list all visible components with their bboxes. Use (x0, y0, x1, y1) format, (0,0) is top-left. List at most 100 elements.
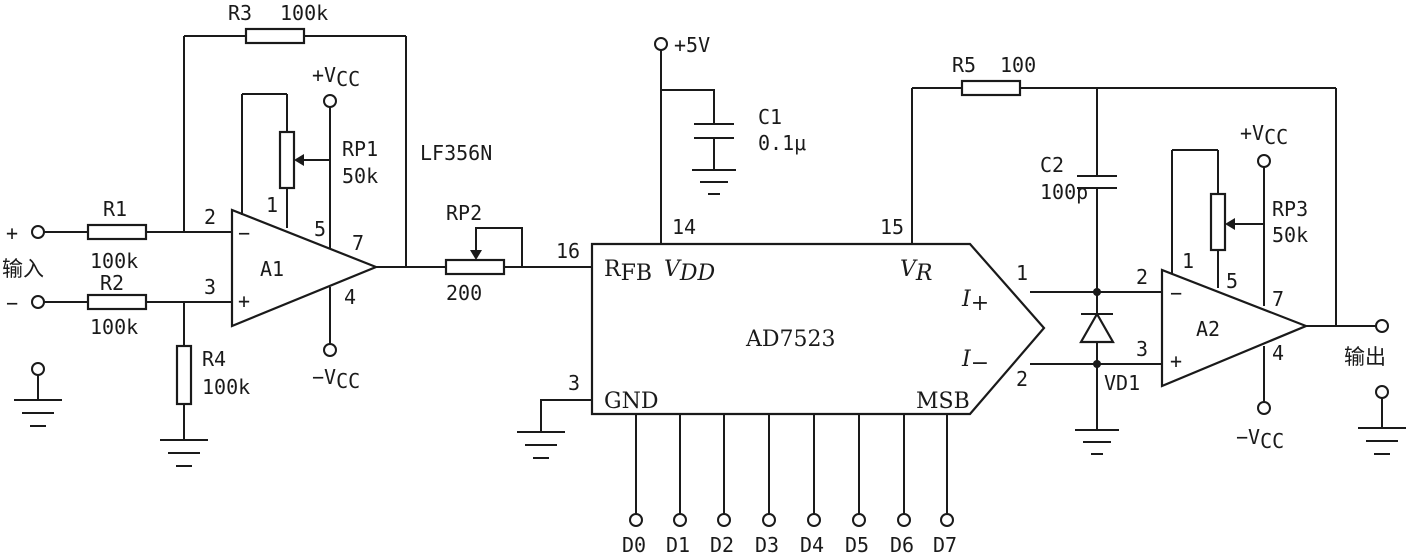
data-bit-terminal-d5[interactable] (852, 513, 866, 527)
rp2-stage: RP2 200 (444, 201, 592, 305)
r3-resistor (244, 27, 306, 45)
r2-value: 100k (90, 315, 138, 339)
input-plus-terminal[interactable] (31, 225, 45, 239)
input-label: 输入 (2, 257, 44, 281)
r1-name: R1 (103, 197, 127, 221)
r3-name: R3 (228, 1, 252, 25)
a1-vcc-minus-label: −VCC (312, 365, 360, 393)
dac-rfb-label: RFB (604, 257, 652, 286)
dac-iminus-label: I− (961, 347, 989, 376)
input-stage: + − 输入 R1 100k R2 100k (2, 1, 407, 467)
a2-pin-7: 7 (1272, 287, 1284, 311)
a2-vcc-minus-terminal[interactable] (1257, 401, 1271, 415)
r5-value: 100 (1000, 53, 1036, 77)
output-label: 输出 (1344, 345, 1386, 369)
dac-name: AD7523 (745, 327, 836, 352)
supply-5v-label: +5V (674, 33, 710, 57)
input-plus-sign: + (6, 221, 18, 245)
dac-vr-label: VR (900, 257, 932, 286)
c2-value: 100p (1040, 180, 1088, 204)
input-minus-terminal[interactable] (31, 295, 45, 309)
dac-iplus-label: I+ (961, 287, 989, 316)
data-bit-label-d1: D1 (666, 533, 690, 557)
a2-pin-1: 1 (1182, 249, 1194, 273)
data-bit-terminal-d4[interactable] (807, 513, 821, 527)
a1-triangle (230, 208, 379, 328)
a2-noninverting-sign: + (1170, 349, 1182, 373)
vdd-5v-terminal[interactable] (654, 37, 668, 51)
vd1-diode-icon (1079, 311, 1115, 344)
a2-vcc-minus-label: −VCC (1236, 425, 1284, 453)
a1-pin-1: 1 (266, 193, 278, 217)
r1-resistor (86, 223, 148, 241)
rp2-name: RP2 (446, 201, 482, 225)
a1-vcc-plus-label: +VCC (312, 63, 360, 91)
a1-pin-4: 4 (344, 285, 356, 309)
dac-msb-label: MSB (916, 389, 970, 414)
dac-pin-3: 3 (568, 371, 580, 395)
rp1-potentiometer (278, 130, 296, 190)
a1-pin-3: 3 (204, 275, 216, 299)
a1-vcc-minus-terminal[interactable] (323, 343, 337, 357)
r4-value: 100k (202, 375, 250, 399)
rp3-value: 50k (1272, 223, 1308, 247)
dac-ad7523: AD7523 RFB VDD VR I+ I− GND MSB 16 14 15… (517, 33, 1046, 557)
data-bit-label-d6: D6 (890, 533, 914, 557)
rp1-name: RP1 (342, 137, 378, 161)
data-bit-label-d0: D0 (622, 533, 646, 557)
a2-vcc-plus-label: +VCC (1240, 121, 1288, 149)
output-ground-terminal[interactable] (1375, 385, 1389, 399)
output-terminal[interactable] (1375, 319, 1389, 333)
r4-ground-icon (160, 439, 208, 467)
data-bit-terminal-d3[interactable] (762, 513, 776, 527)
input-ground-terminal[interactable] (31, 362, 45, 376)
rp1-value: 50k (342, 164, 378, 188)
c1-value: 0.1μ (758, 131, 806, 155)
a2-opamp: − + A2 2 3 1 5 7 4 RP3 50k +VCC −VCC 输出 (1136, 121, 1406, 455)
output-ground-icon (1358, 427, 1406, 455)
a1-vcc-plus-terminal[interactable] (323, 94, 337, 108)
data-bit-terminal-d6[interactable] (897, 513, 911, 527)
a1-name: A1 (260, 257, 284, 281)
r3-value: 100k (280, 1, 328, 25)
data-bit-terminal-d1[interactable] (673, 513, 687, 527)
data-bit-label-d2: D2 (710, 533, 734, 557)
r5-name: R5 (952, 53, 976, 77)
dac-pin-16: 16 (556, 239, 580, 263)
vd1-ground-icon (1075, 429, 1119, 455)
input-minus-sign: − (6, 291, 18, 315)
dac-pin-2: 2 (1016, 367, 1028, 391)
c1-ground-icon (692, 169, 736, 195)
r2-resistor (86, 293, 148, 311)
a2-name: A2 (1196, 317, 1220, 341)
data-bit-terminal-d7[interactable] (940, 513, 954, 527)
r4-name: R4 (202, 347, 226, 371)
r1-value: 100k (90, 249, 138, 273)
a1-noninverting-sign: + (238, 289, 250, 313)
a2-pin-2: 2 (1136, 265, 1148, 289)
a2-vcc-plus-terminal[interactable] (1257, 154, 1271, 168)
rp2-wiper-arrow (470, 250, 482, 260)
dac-pin-14: 14 (672, 215, 696, 239)
data-bit-label-d5: D5 (845, 533, 869, 557)
a2-pin-3: 3 (1136, 337, 1148, 361)
a1-inverting-sign: − (238, 221, 250, 245)
rp2-value: 200 (446, 281, 482, 305)
a1-part: LF356N (420, 141, 492, 165)
dac-pin-1: 1 (1016, 261, 1028, 285)
dac-vdd-label: VDD (664, 257, 716, 286)
data-bit-terminal-d2[interactable] (717, 513, 731, 527)
vd1-name: VD1 (1104, 371, 1140, 395)
output-feedback-network: R5 100 C2 100p VD1 (911, 53, 1337, 455)
a2-pin-5: 5 (1226, 269, 1238, 293)
c1-capacitor (694, 123, 734, 139)
r5-resistor (960, 79, 1022, 97)
a2-pin-4: 4 (1272, 341, 1284, 365)
dac-ground-icon (517, 431, 565, 459)
r4-resistor (175, 344, 193, 406)
dac-body (590, 242, 1046, 416)
data-bit-terminal-d0[interactable] (629, 513, 643, 527)
c1-name: C1 (758, 105, 782, 129)
rp1-wiper-arrow (294, 154, 304, 166)
